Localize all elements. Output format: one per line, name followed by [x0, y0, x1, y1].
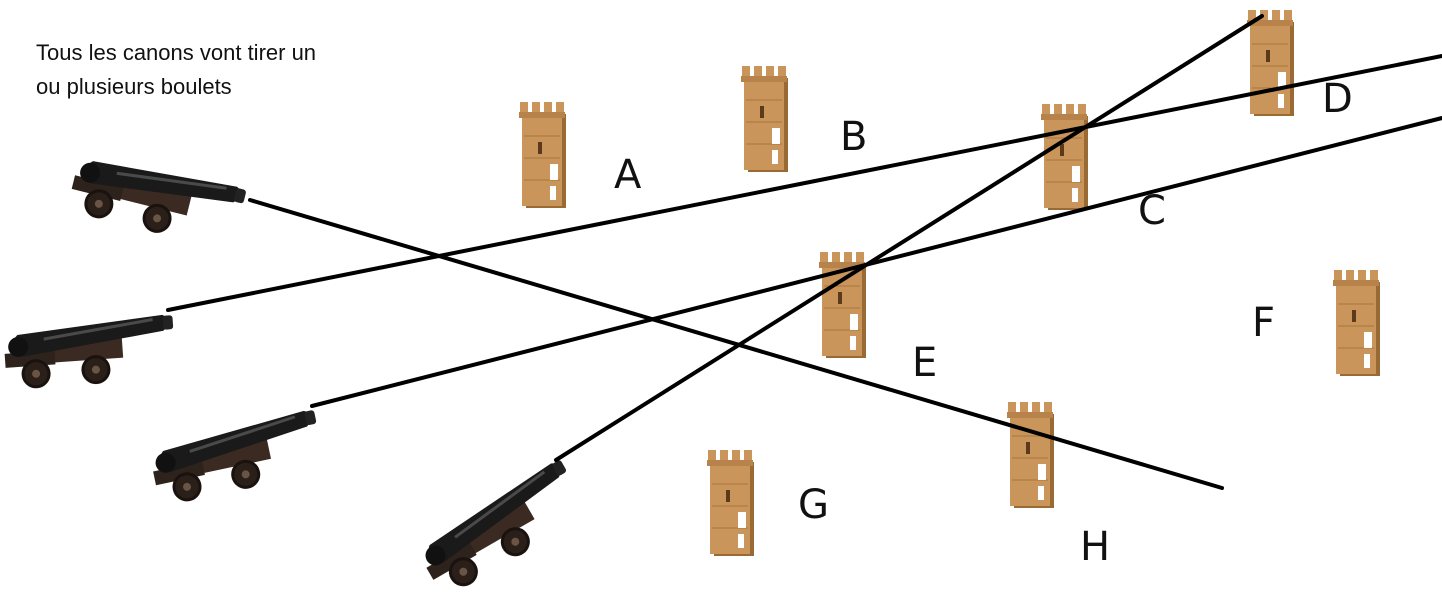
tower-label-g: G [798, 482, 829, 528]
cannon-4 [410, 456, 593, 600]
tower-a[interactable] [518, 101, 567, 209]
trajectory-line-3 [310, 116, 1442, 408]
tower-label-d: D [1322, 76, 1353, 122]
tower-label-f: F [1252, 300, 1275, 346]
tower-c[interactable] [1040, 103, 1089, 211]
instruction-line-1: Tous les canons vont tirer un [36, 40, 317, 65]
tower-label-e: E [912, 340, 937, 386]
tower-label-h: H [1080, 524, 1110, 570]
tower-g[interactable] [706, 449, 755, 557]
tower-b[interactable] [740, 65, 789, 173]
cannon-2 [1, 312, 179, 391]
tower-label-b: B [840, 114, 867, 160]
tower-f[interactable] [1332, 269, 1381, 377]
instruction-line-2: ou plusieurs boulets [36, 74, 232, 99]
cannon-3 [145, 407, 329, 508]
trajectory-line-1 [248, 198, 1224, 490]
tower-h[interactable] [1006, 401, 1055, 509]
instruction-text: Tous les canons vont tirer un ou plusieu… [36, 36, 316, 104]
cannon-1 [65, 146, 249, 252]
trajectory-line-4 [554, 14, 1264, 462]
tower-label-a: A [614, 152, 642, 198]
trajectory-line-2 [166, 54, 1442, 312]
tower-d[interactable] [1246, 9, 1295, 117]
